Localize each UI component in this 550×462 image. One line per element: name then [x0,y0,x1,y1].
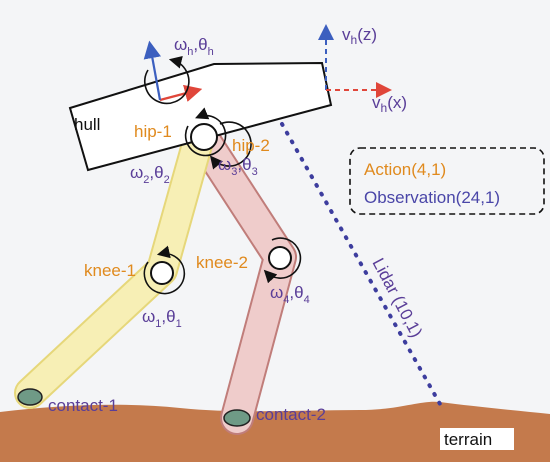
terrain-label-box [440,428,514,450]
lidar-label: Lidar (10,1) [368,255,426,341]
knee-1-label: knee-1 [84,261,136,280]
omega3-theta3-label: ω3,θ3 [218,155,258,178]
knee-2-label: knee-2 [196,253,248,272]
foot-2 [223,409,251,427]
hull-x-arrow [159,84,203,102]
omega1-theta1-label: ω1,θ1 [142,307,182,330]
omega4-theta4-label: ω4,θ4 [270,283,310,306]
hull-y-arrow [143,40,162,101]
terrain-ground [0,401,550,462]
hull-label: hull [74,115,100,134]
knee-2-joint [268,246,292,270]
hip-1-rotation-icon [184,107,227,157]
omega2-theta2-label: ω2,θ2 [130,163,170,186]
hip-2-rotation-icon [209,121,252,170]
info-action: Action(4,1) [364,160,446,179]
lidar-beam [280,122,442,406]
foot-1 [17,388,43,406]
vz-label: vh(z) [342,25,377,47]
hip-2-label: hip-2 [232,136,270,155]
hull-rotation-icon [144,56,190,105]
hull-omega-theta-label: ωh,θh [174,35,214,58]
knee-2-rotation-icon [263,237,302,284]
hip-joint [190,123,218,151]
leg-2 [183,117,297,435]
info-observation: Observation(24,1) [364,188,500,207]
knee-1-joint [150,261,174,285]
contact-1-label: contact-1 [48,396,118,415]
hip-1-label: hip-1 [134,122,172,141]
contact-2-label: contact-2 [256,405,326,424]
info-box [349,147,545,215]
knee-1-rotation-icon [143,245,186,295]
terrain-label: terrain [444,430,492,449]
vx-label: vh(x) [372,93,407,115]
